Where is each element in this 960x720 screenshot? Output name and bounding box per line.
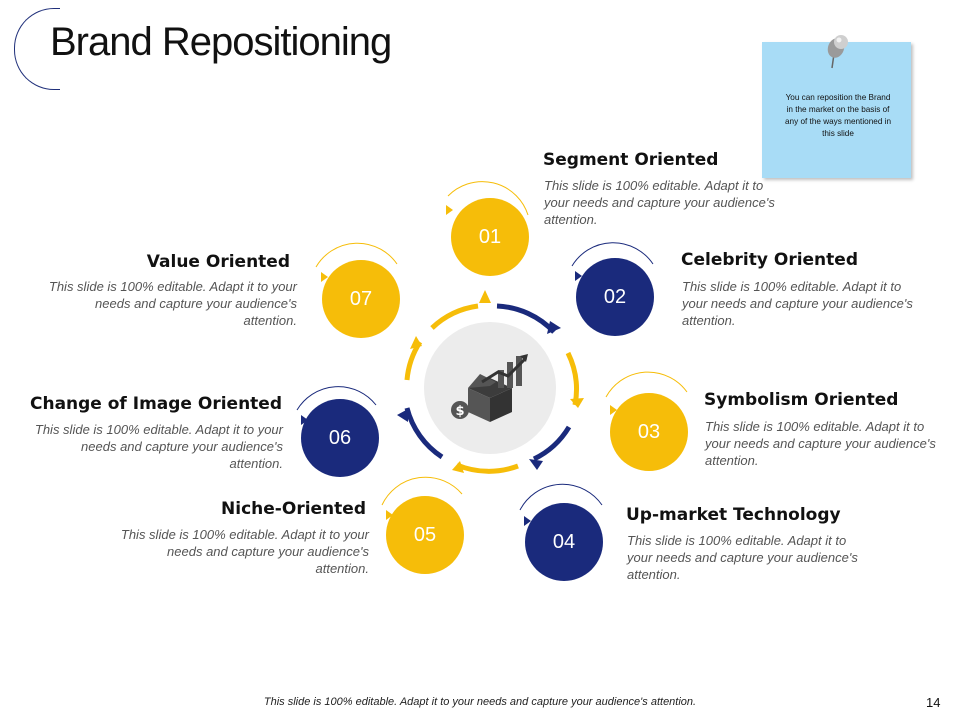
step-circle-05: 05 bbox=[386, 496, 464, 574]
item-desc-niche: This slide is 100% editable. Adapt it to… bbox=[120, 527, 369, 576]
item-title-change-of-image: Change of Image Oriented bbox=[29, 394, 282, 414]
item-desc-change-of-image: This slide is 100% editable. Adapt it to… bbox=[34, 422, 283, 471]
ring-segment bbox=[430, 303, 479, 330]
item-desc-segment: This slide is 100% editable. Adapt it to… bbox=[544, 178, 775, 227]
item-title-value: Value Oriented bbox=[146, 252, 290, 272]
item-desc-upmarket: This slide is 100% editable. Adapt it to… bbox=[627, 533, 858, 582]
ring-segment bbox=[532, 425, 572, 462]
footer-note: This slide is 100% editable. Adapt it to… bbox=[263, 696, 697, 708]
arrowhead bbox=[529, 459, 543, 470]
step-circle-07: 07 bbox=[322, 260, 400, 338]
page-number: 14 bbox=[926, 695, 941, 710]
item-title-celebrity: Celebrity Oriented bbox=[681, 250, 858, 270]
item-desc-value: This slide is 100% editable. Adapt it to… bbox=[48, 279, 297, 328]
step-circle-01: 01 bbox=[451, 198, 529, 276]
step-number: 03 bbox=[637, 420, 661, 443]
step-number: 04 bbox=[552, 530, 576, 553]
item-title-symbolism: Symbolism Oriented bbox=[704, 390, 899, 410]
item-title-niche: Niche-Oriented bbox=[221, 499, 366, 519]
arrowhead bbox=[479, 290, 491, 303]
step-circle-06: 06 bbox=[301, 399, 379, 477]
arrowhead bbox=[397, 409, 408, 422]
sticky-note: You can reposition the Brand in the mark… bbox=[762, 42, 911, 178]
item-title-segment: Segment Oriented bbox=[543, 150, 719, 170]
ring-segment bbox=[565, 351, 579, 406]
step-number: 01 bbox=[478, 225, 502, 248]
sticky-note-text: You can reposition the Brand in the mark… bbox=[784, 93, 892, 138]
ring-segment bbox=[456, 462, 519, 474]
step-number: 07 bbox=[349, 287, 373, 310]
arrowhead bbox=[570, 398, 584, 408]
money-box-growth-icon: $ bbox=[451, 354, 528, 422]
step-circle-04: 04 bbox=[525, 503, 603, 581]
step-circle-02: 02 bbox=[576, 258, 654, 336]
step-circle-03: 03 bbox=[610, 393, 688, 471]
pushpin-icon bbox=[827, 35, 848, 69]
step-number: 02 bbox=[603, 285, 627, 308]
arrowhead bbox=[410, 336, 422, 349]
step-number: 05 bbox=[413, 523, 437, 546]
title-arc-mask bbox=[60, 0, 260, 100]
ring-segment bbox=[404, 407, 444, 460]
item-desc-symbolism: This slide is 100% editable. Adapt it to… bbox=[705, 419, 936, 468]
svg-text:$: $ bbox=[455, 404, 464, 419]
item-desc-celebrity: This slide is 100% editable. Adapt it to… bbox=[682, 279, 913, 328]
arrowhead bbox=[452, 461, 464, 473]
item-title-upmarket: Up-market Technology bbox=[626, 505, 841, 525]
page-title: Brand Repositioning bbox=[50, 20, 392, 64]
step-number: 06 bbox=[328, 426, 352, 449]
arrowhead bbox=[547, 321, 561, 334]
